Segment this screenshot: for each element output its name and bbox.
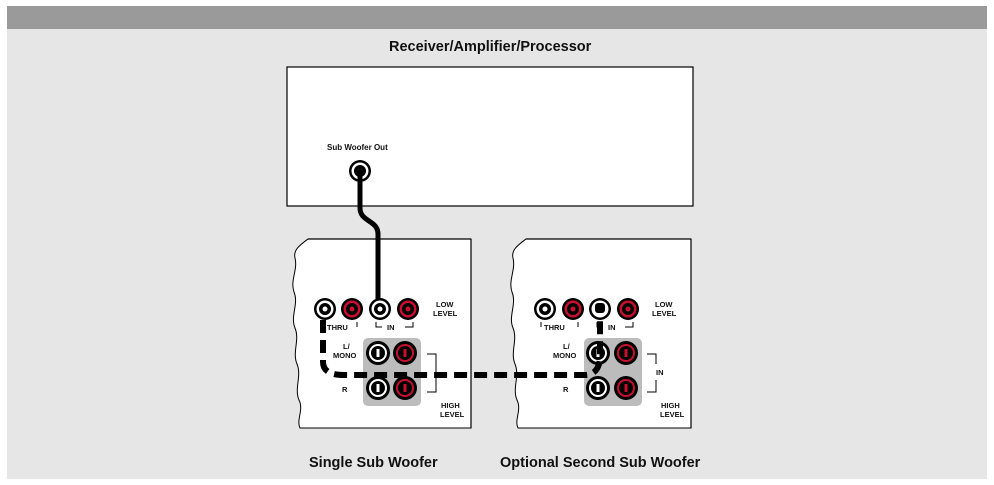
sub2-high-label: HIGH — [661, 401, 680, 410]
sub2-in-high-label: IN — [656, 368, 664, 377]
sub1-caption: Single Sub Woofer — [309, 455, 438, 471]
sub2-low-label: LOW — [655, 300, 673, 309]
sub1-mono-label: MONO — [333, 351, 357, 360]
sub2-caption: Optional Second Sub Woofer — [500, 455, 701, 471]
sub2-in-label: IN — [608, 323, 616, 332]
sub1-in-jack-right[interactable] — [397, 298, 419, 320]
sub1-level2-label: LEVEL — [440, 410, 465, 419]
sub2-in-jack-left[interactable] — [589, 298, 611, 320]
sub2-r-red-post[interactable] — [614, 376, 638, 400]
sub1-thru-jack-right[interactable] — [341, 298, 363, 320]
header-bar — [7, 6, 987, 29]
sub2-level-label: LEVEL — [652, 309, 677, 318]
sub1-r-red-post[interactable] — [393, 376, 417, 400]
sub2-r-label: R — [563, 385, 569, 394]
sub2-r-black-post[interactable] — [586, 376, 610, 400]
sub1-brackets — [321, 322, 437, 393]
sub1-low-label: LOW — [436, 300, 454, 309]
sub2-thru-label: THRU — [544, 323, 565, 332]
sub2-thru-jack-left[interactable] — [534, 298, 556, 320]
sub2-l-label: L/ — [563, 342, 570, 351]
solid-cable — [357, 168, 381, 312]
sub1-thru-jack-left[interactable] — [314, 298, 336, 320]
sub1-lmono-red-post[interactable] — [393, 341, 417, 365]
sub2-mono-label: MONO — [553, 351, 577, 360]
sub2-in-jack-right[interactable] — [617, 298, 639, 320]
sub1-r-label: R — [342, 385, 348, 394]
receiver-box — [286, 66, 694, 207]
sub1-in-label: IN — [387, 323, 395, 332]
sub1-r-black-post[interactable] — [366, 376, 390, 400]
receiver-title: Receiver/Amplifier/Processor — [389, 39, 592, 55]
sub1-l-label: L/ — [343, 342, 350, 351]
dashed-cable — [320, 316, 603, 378]
sub1-thru-label: THRU — [327, 323, 348, 332]
sub1-high-label: HIGH — [441, 401, 460, 410]
subwoofer-1-panel — [292, 238, 472, 429]
sub1-level-label: LEVEL — [433, 309, 458, 318]
sub2-lmono-red-post[interactable] — [614, 341, 638, 365]
sub1-lmono-black-post[interactable] — [366, 341, 390, 365]
sub2-level2-label: LEVEL — [660, 410, 685, 419]
sub2-thru-jack-right[interactable] — [562, 298, 584, 320]
sub1-in-jack-left[interactable] — [369, 298, 391, 320]
sub-woofer-out-label: Sub Woofer Out — [327, 143, 388, 152]
